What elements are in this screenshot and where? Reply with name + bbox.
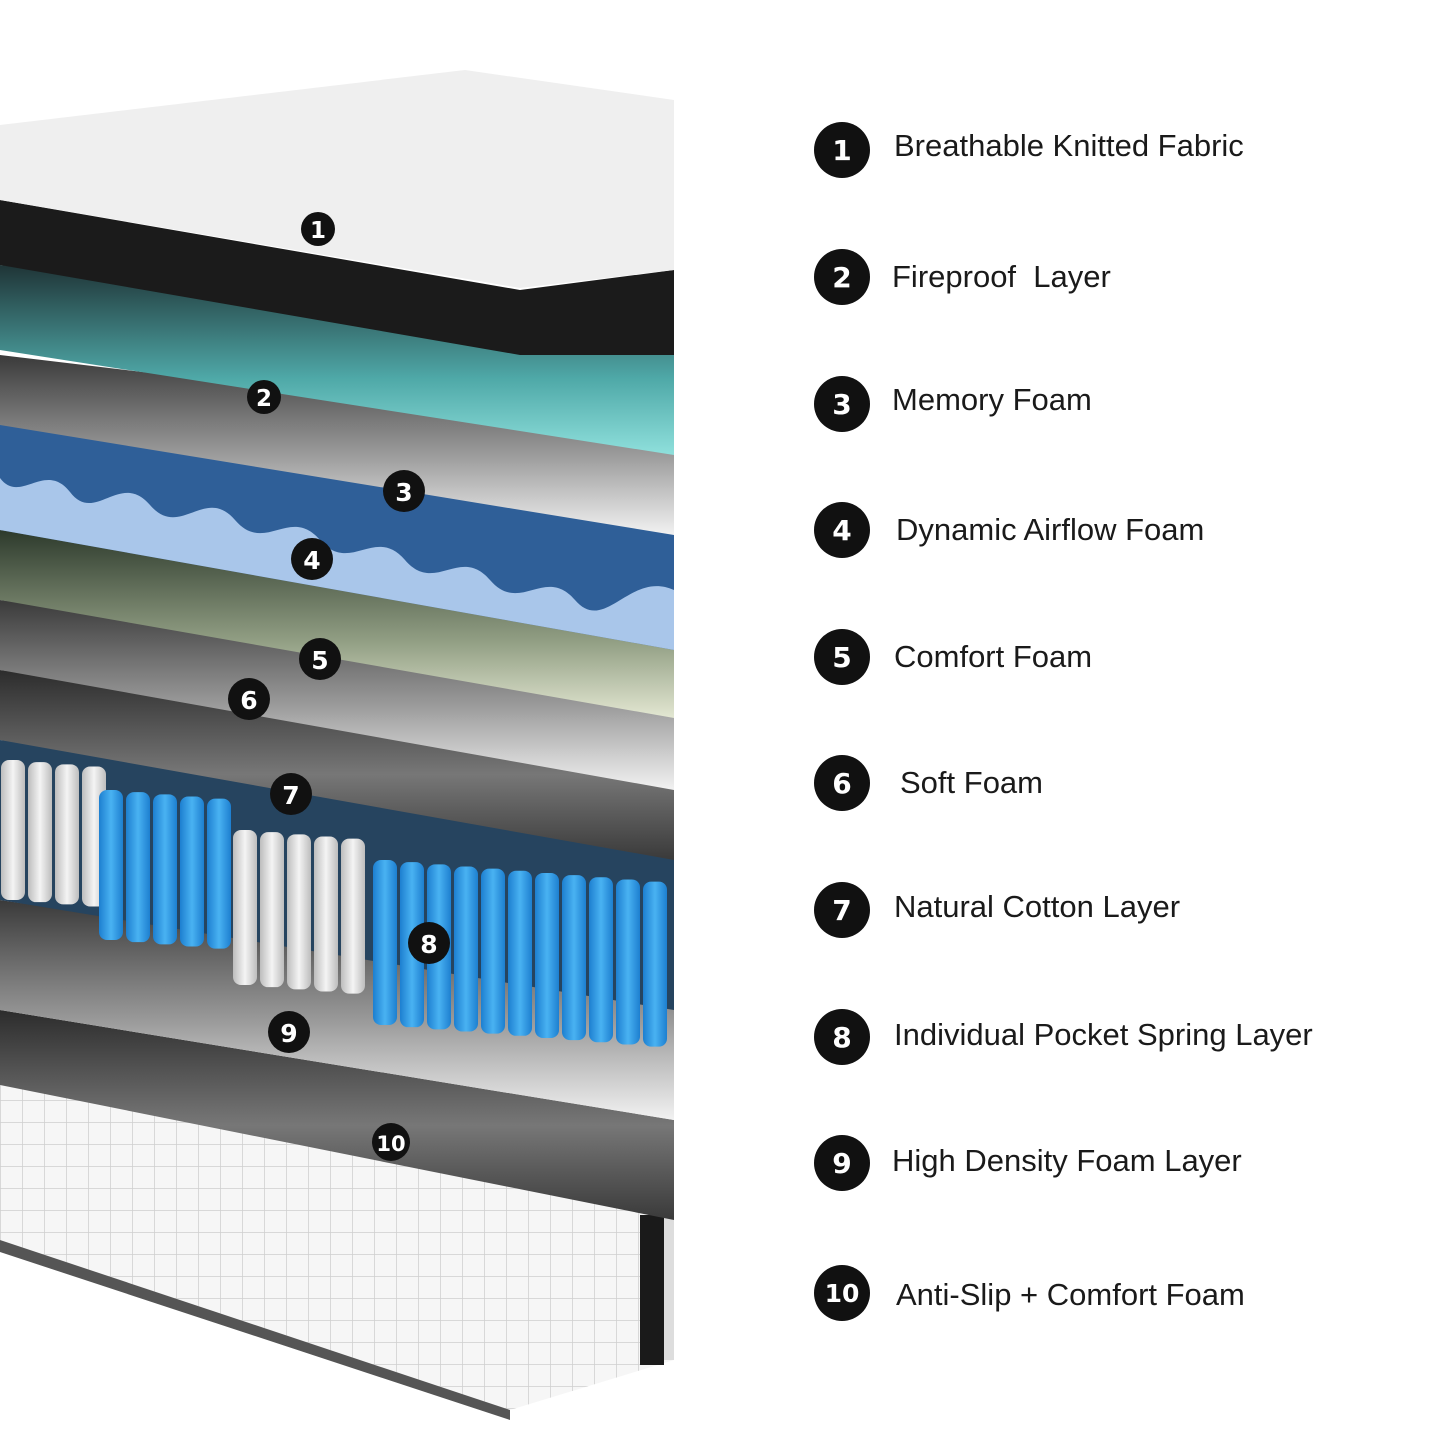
spring-coil — [643, 881, 667, 1047]
layer-1-fabric-edge — [0, 200, 674, 355]
legend-badge-6: 6 — [814, 755, 870, 811]
marker-9: 9 — [268, 1011, 310, 1053]
legend-item-5: 5 Comfort Foam — [814, 627, 1092, 687]
spring-coil — [314, 836, 338, 992]
legend-badge-2: 2 — [814, 249, 870, 305]
spring-coil — [454, 866, 478, 1032]
spring-coil — [589, 877, 613, 1043]
svg-text:2: 2 — [256, 386, 272, 412]
spring-coil — [535, 872, 559, 1038]
legend-badge-5: 5 — [814, 629, 870, 685]
mattress-base-side — [0, 1080, 674, 1410]
spring-coil — [373, 860, 397, 1025]
legend-badge-7: 7 — [814, 882, 870, 938]
legend-item-8: 8 Individual Pocket Spring Layer — [814, 1007, 1313, 1067]
legend-item-2: 2 Fireproof Layer — [814, 247, 1111, 307]
spring-coil — [562, 875, 586, 1041]
spring-coil — [481, 868, 505, 1034]
spring-coil — [1, 760, 25, 900]
legend-item-1: 1 Breathable Knitted Fabric — [814, 120, 1244, 180]
svg-text:3: 3 — [395, 478, 412, 507]
legend-label-4: Dynamic Airflow Foam — [896, 512, 1205, 547]
marker-7: 7 — [270, 773, 312, 815]
legend-badge-3: 3 — [814, 376, 870, 432]
spring-coil — [341, 838, 365, 994]
layer-5-comfort-foam — [0, 530, 674, 718]
layer-3-memory-foam — [0, 355, 674, 535]
legend-item-3: 3 Memory Foam — [814, 374, 1092, 434]
spring-coil — [126, 792, 150, 943]
mattress-base-strap — [640, 1215, 664, 1365]
layer-2-fireproof — [0, 265, 674, 455]
marker-8: 8 — [408, 922, 450, 964]
legend-badge-1: 1 — [814, 122, 870, 178]
spring-coil — [28, 762, 52, 903]
svg-text:1: 1 — [310, 218, 326, 244]
spring-coil — [260, 832, 284, 988]
mattress-base-edge — [0, 1240, 510, 1420]
legend-label-5: Comfort Foam — [894, 639, 1093, 674]
spring-coil — [99, 790, 123, 940]
svg-text:6: 6 — [240, 686, 257, 715]
legend-label-3: Memory Foam — [892, 382, 1092, 417]
spring-coil — [616, 879, 640, 1045]
marker-6: 6 — [228, 678, 270, 720]
marker-4: 4 — [291, 538, 333, 580]
legend-label-9: High Density Foam Layer — [892, 1143, 1242, 1178]
marker-1: 1 — [301, 212, 335, 246]
legend-label-1: Breathable Knitted Fabric — [894, 128, 1244, 163]
legend-badge-8: 8 — [814, 1009, 870, 1065]
legend-badge-9: 9 — [814, 1135, 870, 1191]
spring-coil — [508, 870, 532, 1036]
legend-label-6: Soft Foam — [900, 765, 1043, 800]
legend-label-7: Natural Cotton Layer — [894, 889, 1181, 924]
legend-item-9: 9 High Density Foam Layer — [814, 1133, 1242, 1193]
layer-1-fabric-top — [0, 70, 674, 288]
layer-9-high-density-foam — [0, 900, 674, 1120]
spring-coil — [207, 798, 231, 949]
spring-coil — [287, 834, 311, 990]
spring-coil — [55, 764, 79, 905]
legend-label-2: Fireproof Layer — [892, 259, 1111, 294]
legend-item-10: 10 Anti-Slip + Comfort Foam — [814, 1263, 1245, 1323]
spring-coil — [153, 794, 177, 945]
legend-badge-4: 4 — [814, 502, 870, 558]
mattress-cutaway-illustration: 1 2 3 4 5 6 7 8 9 10 — [0, 70, 674, 1420]
marker-10: 10 — [372, 1123, 410, 1161]
marker-5: 5 — [299, 638, 341, 680]
layer-7-natural-cotton — [0, 670, 674, 860]
layer-8-pocket-springs — [1, 760, 667, 1047]
legend-item-4: 4 Dynamic Airflow Foam — [814, 500, 1204, 560]
marker-2: 2 — [247, 380, 281, 414]
spring-coil — [180, 796, 204, 947]
legend-item-6: 6 Soft Foam — [814, 753, 1043, 813]
layer-6-soft-foam — [0, 600, 674, 790]
svg-text:10: 10 — [376, 1132, 405, 1156]
svg-text:7: 7 — [282, 781, 299, 810]
svg-text:4: 4 — [303, 546, 320, 575]
layer-10-anti-slip-foam — [0, 1010, 674, 1220]
marker-3: 3 — [383, 470, 425, 512]
svg-text:9: 9 — [280, 1019, 297, 1048]
svg-text:5: 5 — [311, 646, 328, 675]
spring-coil — [233, 830, 257, 985]
legend-badge-10: 10 — [814, 1265, 870, 1321]
svg-text:8: 8 — [420, 930, 437, 959]
legend-item-7: 7 Natural Cotton Layer — [814, 880, 1180, 940]
legend-label-8: Individual Pocket Spring Layer — [894, 1017, 1313, 1052]
legend-label-10: Anti-Slip + Comfort Foam — [896, 1277, 1245, 1312]
layer-4-airflow-wave — [0, 478, 674, 650]
